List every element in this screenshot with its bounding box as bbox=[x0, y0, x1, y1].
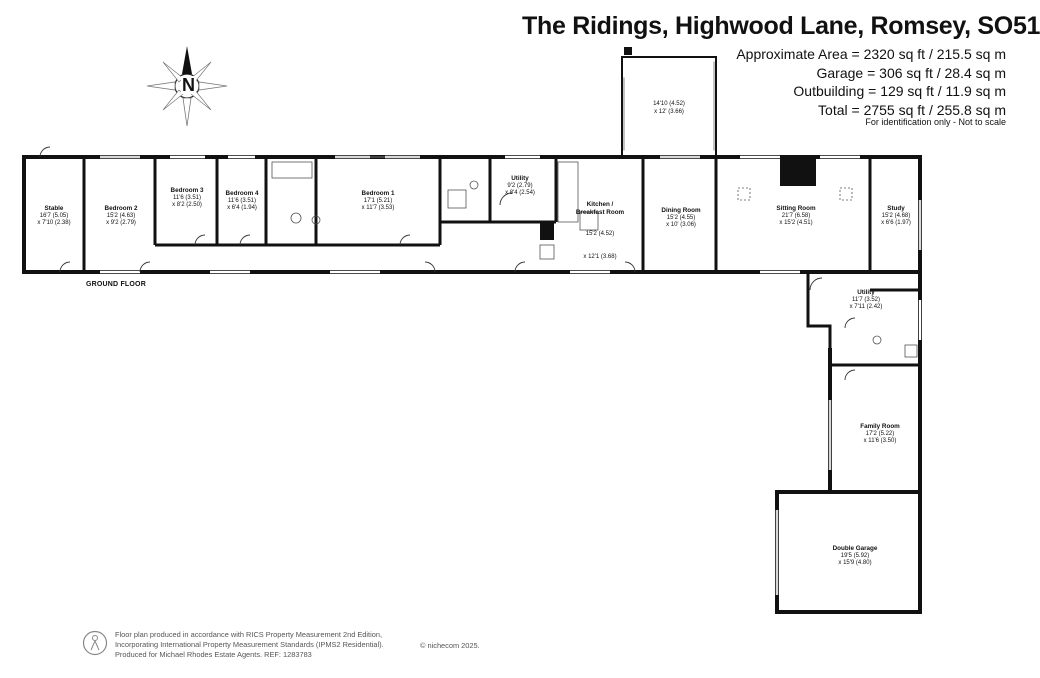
room-dims: x 10' (3.06) bbox=[666, 222, 696, 228]
room-utility-2: Utility 11'7 (3.52) x 7'11 (2.42) bbox=[850, 289, 883, 312]
footer-notes: Floor plan produced in accordance with R… bbox=[115, 630, 384, 660]
room-dining-room: Dining Room 15'2 (4.55) x 10' (3.06) bbox=[661, 207, 700, 230]
room-dims: x 15'9 (4.80) bbox=[838, 560, 872, 566]
room-dims: x 9'2 (2.79) bbox=[106, 220, 136, 226]
area-summary: Approximate Area = 2320 sq ft / 215.5 sq… bbox=[736, 45, 1006, 119]
area-outbuilding: Outbuilding = 129 sq ft / 11.9 sq m bbox=[793, 83, 1006, 99]
room-utility: Utility 9'2 (2.79) x 8'4 (2.54) bbox=[505, 175, 535, 198]
room-dims: 11'6 (3.51) bbox=[227, 197, 257, 204]
room-name: Sitting Room bbox=[776, 205, 816, 212]
area-approximate: Approximate Area = 2320 sq ft / 215.5 sq… bbox=[736, 46, 1006, 62]
area-garage: Garage = 306 sq ft / 28.4 sq m bbox=[816, 64, 1007, 81]
rics-logo-icon bbox=[82, 630, 108, 656]
room-dims: 21'7 (6.58) bbox=[781, 212, 811, 219]
room-dims: 19'5 (5.92) bbox=[840, 552, 870, 559]
room-conservatory: 14'10 (4.52) x 12' (3.66) bbox=[653, 101, 685, 116]
room-double-garage: Double Garage 19'5 (5.92) x 15'9 (4.80) bbox=[833, 545, 878, 568]
copyright: © nichecom 2025. bbox=[420, 641, 480, 650]
room-name: Bedroom 2 bbox=[104, 205, 138, 212]
room-dims: 9'2 (2.79) bbox=[507, 182, 533, 189]
room-name: Double Garage bbox=[832, 545, 878, 552]
room-dims: 15'2 (4.55) bbox=[666, 214, 696, 221]
room-dims: 11'6 (3.51) bbox=[172, 194, 202, 201]
room-name: Utility bbox=[511, 175, 529, 182]
floor-label: GROUND FLOOR bbox=[86, 281, 146, 288]
room-name: Stable bbox=[44, 205, 64, 212]
room-dims: x 12'1 (3.68) bbox=[583, 253, 617, 260]
footer-line: Floor plan produced in accordance with R… bbox=[115, 630, 383, 639]
page-title: The Ridings, Highwood Lane, Romsey, SO51 bbox=[522, 12, 1040, 40]
identification-note: For identification only - Not to scale bbox=[865, 117, 1006, 127]
room-name: Kitchen / Breakfast Room bbox=[575, 201, 625, 216]
room-name: Dining Room bbox=[661, 207, 701, 214]
footer-line: Incorporating International Property Mea… bbox=[115, 640, 384, 649]
area-total: Total = 2755 sq ft / 255.8 sq m bbox=[818, 101, 1006, 118]
room-name: Bedroom 4 bbox=[225, 190, 259, 197]
room-dims: 15'2 (4.52) bbox=[585, 231, 615, 237]
room-name: Bedroom 3 bbox=[170, 187, 204, 194]
room-dims: x 15'2 (4.51) bbox=[779, 220, 813, 226]
room-dims: x 8'2 (2.50) bbox=[172, 202, 202, 208]
room-dims: x 6'4 (1.94) bbox=[227, 205, 257, 211]
room-dims: x 11'7 (3.53) bbox=[361, 205, 395, 211]
room-dims: 14'10 (4.52) bbox=[653, 101, 685, 107]
room-dims: 15'2 (4.68) bbox=[881, 212, 911, 219]
room-name: Bedroom 1 bbox=[361, 190, 395, 197]
room-dims: x 7'10 (2.38) bbox=[37, 220, 71, 226]
room-dims: x 8'4 (2.54) bbox=[505, 190, 535, 196]
room-sitting-room: Sitting Room 21'7 (6.58) x 15'2 (4.51) bbox=[776, 205, 815, 228]
room-family-room: Family Room 17'2 (5.22) x 11'6 (3.50) bbox=[860, 423, 900, 446]
room-dims: 15'2 (4.63) bbox=[106, 212, 136, 219]
conservatory-outline bbox=[621, 56, 717, 158]
room-name: Utility bbox=[857, 289, 875, 296]
room-bedroom-4: Bedroom 4 11'6 (3.51) x 6'4 (1.94) bbox=[226, 190, 259, 213]
room-dims: 16'7 (5.05) bbox=[39, 212, 69, 219]
room-name: Study bbox=[887, 205, 905, 212]
room-bedroom-1: Bedroom 1 17'1 (5.21) x 11'7 (3.53) bbox=[362, 190, 395, 213]
room-bedroom-3: Bedroom 3 11'6 (3.51) x 8'2 (2.50) bbox=[171, 187, 204, 210]
footer-line: Produced for Michael Rhodes Estate Agent… bbox=[115, 650, 312, 659]
room-kitchen: Kitchen / Breakfast Room 15'2 (4.52) x 1… bbox=[576, 186, 624, 269]
room-dims: x 12' (3.66) bbox=[654, 108, 684, 115]
room-bedroom-2: Bedroom 2 15'2 (4.63) x 9'2 (2.79) bbox=[105, 205, 138, 228]
room-dims: 11'7 (3.52) bbox=[851, 296, 881, 303]
room-study: Study 15'2 (4.68) x 6'6 (1.97) bbox=[881, 205, 911, 228]
compass-label: N bbox=[181, 75, 196, 95]
room-dims: x 6'6 (1.97) bbox=[881, 220, 911, 226]
room-stable: Stable 16'7 (5.05) x 7'10 (2.38) bbox=[37, 205, 70, 228]
room-dims: x 7'11 (2.42) bbox=[849, 304, 883, 310]
room-dims: 17'1 (5.21) bbox=[363, 197, 393, 204]
room-dims: x 11'6 (3.50) bbox=[863, 438, 897, 444]
room-name: Family Room bbox=[860, 423, 900, 430]
room-dims: 17'2 (5.22) bbox=[865, 430, 895, 437]
